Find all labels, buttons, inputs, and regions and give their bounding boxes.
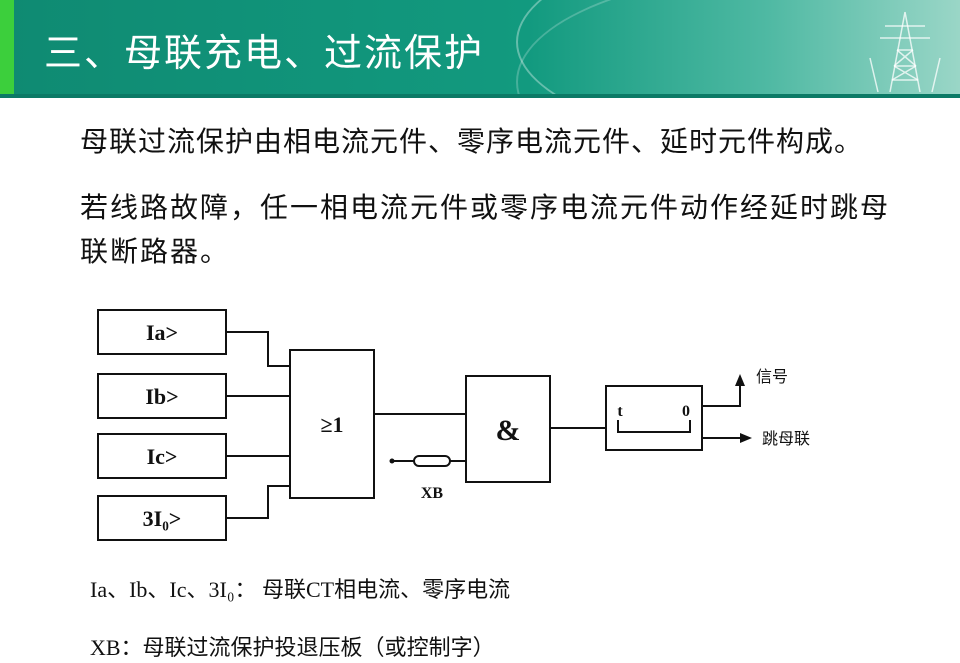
output-signal-label: 信号: [756, 367, 788, 386]
paragraph-composition: 母联过流保护由相电流元件、零序电流元件、延时元件构成。: [80, 125, 864, 158]
or-gate: [289, 349, 375, 499]
note-currents: Ia、Ib、Ic、3I₀： 母联CT相电流、零序电流: [90, 577, 511, 602]
input-label-ib: Ib>: [145, 384, 178, 409]
output-trip-label: 跳母联: [762, 429, 810, 448]
input-label-ia: Ia>: [146, 320, 178, 345]
arrow-trip-icon: [740, 433, 752, 443]
input-box-ia: [97, 309, 227, 355]
header-accent-bar: [0, 0, 14, 98]
input-label-ic: Ic>: [147, 444, 178, 469]
timer-block: [605, 385, 703, 451]
wire-3i0: [226, 485, 290, 519]
slide-title: 三、母联充电、过流保护: [44, 31, 485, 75]
xb-terminal-left: [389, 458, 395, 464]
header-swoosh: [516, 0, 960, 98]
arrow-signal-icon: [735, 374, 745, 386]
wire-ia: [226, 331, 290, 367]
pressing-plate-xb: [413, 455, 451, 467]
timer-start-label: t: [617, 403, 623, 420]
wire-signal: [702, 384, 741, 407]
and-gate: [465, 375, 551, 483]
transmission-tower-icon: [869, 11, 941, 93]
or-gate-label: ≥1: [320, 412, 343, 437]
input-box-3i0: [97, 495, 227, 541]
logic-diagram: Ia> Ib> Ic> 3I₀> ≥1 & XB t 0 信号 跳母联: [97, 309, 810, 541]
slide-header: 三、母联充电、过流保护: [0, 0, 960, 98]
xb-label: XB: [421, 485, 444, 502]
timer-bracket: [617, 420, 691, 433]
note-xb: XB：母联过流保护投退压板（或控制字）: [90, 635, 495, 660]
and-gate-label: &: [496, 414, 521, 447]
input-label-3i0: 3I₀>: [143, 506, 182, 531]
paragraph-fault-line2: 联断路器。: [80, 235, 231, 268]
timer-end-label: 0: [682, 403, 690, 420]
paragraph-fault-line1: 若线路故障，任一相电流元件或零序电流元件动作经延时跳母: [80, 191, 891, 224]
